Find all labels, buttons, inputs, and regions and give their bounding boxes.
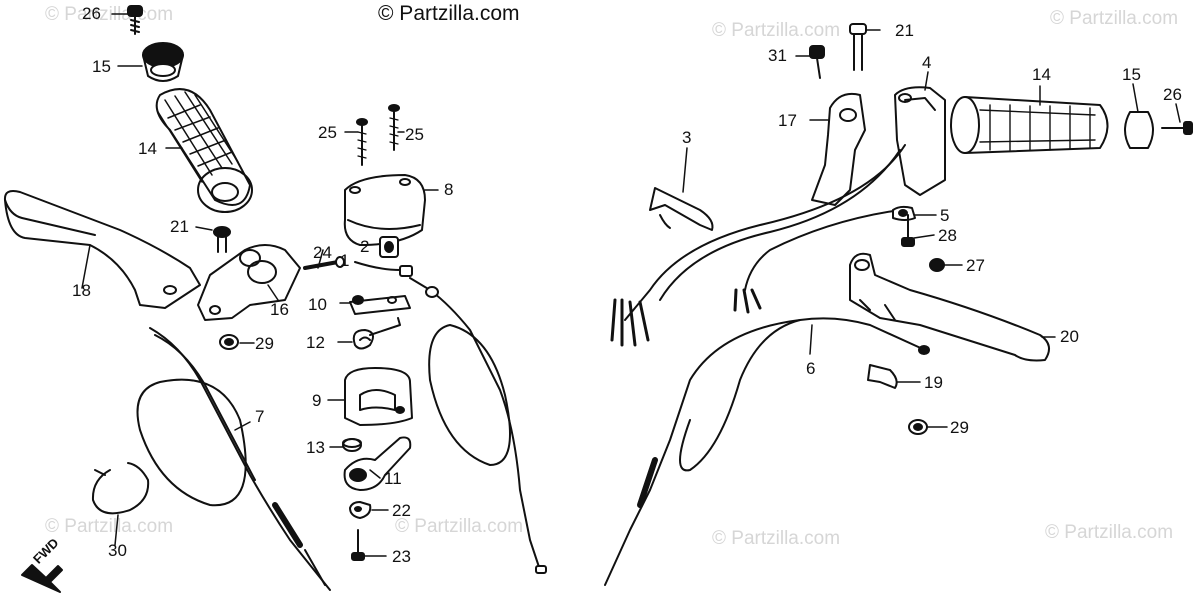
callout-28: 28 xyxy=(938,226,957,245)
pin-24 xyxy=(303,256,345,270)
part-22 xyxy=(349,501,372,519)
callout-5: 5 xyxy=(940,206,950,225)
callout-7: 7 xyxy=(255,407,265,426)
callout-27: 27 xyxy=(966,256,985,275)
callout-31: 31 xyxy=(768,46,787,65)
callout-15-right: 15 xyxy=(1122,65,1141,84)
callout-14-right: 14 xyxy=(1032,65,1051,84)
watermark: © Partzilla.com xyxy=(712,20,841,41)
callout-26-left: 26 xyxy=(82,4,101,23)
part-13 xyxy=(342,438,362,452)
part-19 xyxy=(867,364,898,389)
part-28 xyxy=(901,214,915,247)
callout-2: 2 xyxy=(360,237,370,256)
clamp-30 xyxy=(91,462,150,515)
wire-1 xyxy=(354,261,413,277)
callout-18: 18 xyxy=(72,281,91,300)
part-2 xyxy=(379,236,399,258)
screw-23 xyxy=(351,529,365,561)
screw-26-left xyxy=(127,5,143,35)
callout-25-b: 25 xyxy=(405,125,424,144)
switch-housing-4 xyxy=(894,86,946,196)
part-10 xyxy=(349,295,411,315)
clutch-lever-18 xyxy=(3,190,201,309)
screw-25-a xyxy=(356,118,368,166)
callout-3: 3 xyxy=(682,128,692,147)
callout-10: 10 xyxy=(308,295,327,314)
throttle-cable-center xyxy=(409,277,547,574)
callout-8: 8 xyxy=(444,180,454,199)
bolt-21-left xyxy=(213,226,231,253)
lower-housing-9 xyxy=(344,367,413,426)
part-5 xyxy=(892,205,916,221)
part-3 xyxy=(649,187,714,231)
grip-14-right xyxy=(950,96,1109,154)
callout-20: 20 xyxy=(1060,327,1079,346)
callout-29-right: 29 xyxy=(950,418,969,437)
callout-30: 30 xyxy=(108,541,127,560)
grip-14-left xyxy=(155,88,253,213)
screw-25-b xyxy=(388,104,400,151)
leader-lines xyxy=(81,13,1181,557)
watermark: © Partzilla.com xyxy=(712,528,841,549)
switch-11 xyxy=(343,436,412,491)
bracket-17 xyxy=(811,92,866,206)
switch-housing-8 xyxy=(343,174,426,246)
grip-end-15-left xyxy=(142,42,184,82)
clutch-cable-7 xyxy=(136,327,331,591)
callout-17: 17 xyxy=(778,111,797,130)
callout-29-left: 29 xyxy=(255,334,274,353)
fwd-arrow xyxy=(21,564,63,593)
callout-4: 4 xyxy=(922,53,932,72)
watermark: © Partzilla.com xyxy=(45,516,174,537)
watermark: © Partzilla.com xyxy=(1045,522,1174,543)
callout-11: 11 xyxy=(384,469,402,488)
watermark: © Partzilla.com xyxy=(1050,8,1179,29)
callout-14-left: 14 xyxy=(138,139,157,158)
callout-22: 22 xyxy=(392,501,411,520)
spring-12 xyxy=(352,317,401,350)
nut-29-left xyxy=(219,334,239,350)
nut-29-right xyxy=(908,419,928,435)
grip-end-15-right xyxy=(1124,111,1154,149)
watermark: © Partzilla.com xyxy=(395,516,524,537)
bolt-21-right xyxy=(849,23,867,71)
callout-1: 1 xyxy=(340,251,350,270)
callout-19: 19 xyxy=(924,373,943,392)
callout-9: 9 xyxy=(312,391,322,410)
callout-15-left: 15 xyxy=(92,57,111,76)
callout-23: 23 xyxy=(392,547,411,566)
part-27 xyxy=(929,258,945,272)
callout-26-right: 26 xyxy=(1163,85,1182,104)
callout-13: 13 xyxy=(306,438,325,457)
screw-26-right xyxy=(1161,121,1193,135)
brake-lever-20 xyxy=(849,252,1050,362)
copyright-text: © Partzilla.com xyxy=(378,2,520,25)
callout-25-a: 25 xyxy=(318,123,337,142)
callout-6: 6 xyxy=(806,359,816,378)
callout-21-left: 21 xyxy=(170,217,189,236)
callout-12: 12 xyxy=(306,333,325,352)
callout-24: 24 xyxy=(313,243,332,262)
wiring-harness xyxy=(610,144,906,347)
bolt-31 xyxy=(809,45,825,79)
callout-21-right: 21 xyxy=(895,21,914,40)
brake-cable-6 xyxy=(604,317,930,586)
callout-16: 16 xyxy=(270,300,289,319)
lever-bracket-16 xyxy=(197,244,301,321)
